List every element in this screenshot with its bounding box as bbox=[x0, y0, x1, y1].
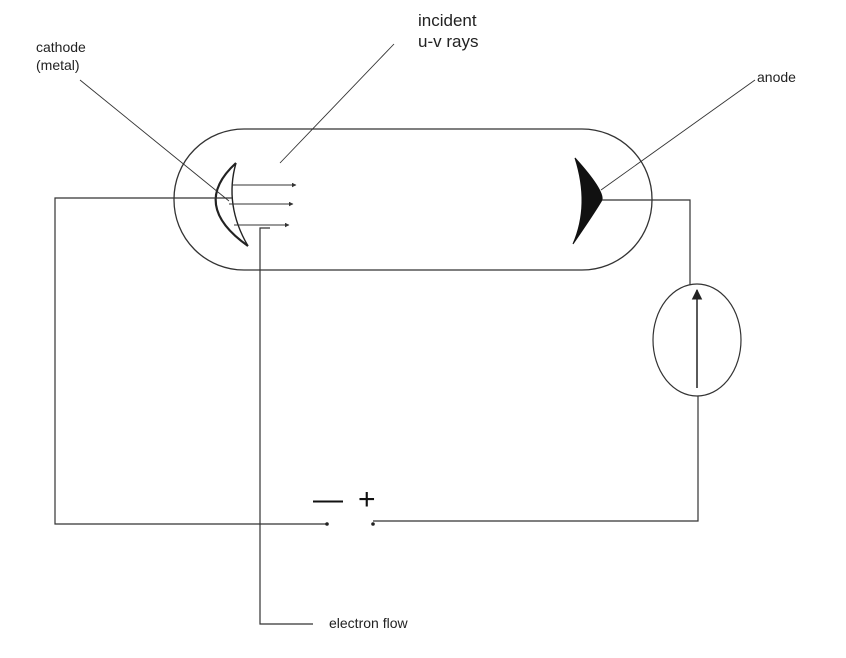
anode-electrode bbox=[572, 157, 603, 245]
battery-negative-terminal bbox=[325, 522, 329, 526]
anode-label: anode bbox=[757, 69, 796, 85]
vacuum-tube bbox=[173, 128, 653, 271]
electron-flow-label: electron flow bbox=[329, 615, 408, 631]
incident-label-line1: incident bbox=[418, 11, 477, 30]
battery-positive-terminal bbox=[371, 522, 375, 526]
cathode-pointer-line bbox=[79, 79, 230, 202]
ammeter bbox=[652, 283, 742, 397]
wire-cathode-to-battery bbox=[54, 197, 327, 525]
wire-meter-to-battery bbox=[373, 396, 699, 522]
battery-negative-sign: — bbox=[313, 483, 343, 516]
electron-flow-line bbox=[259, 227, 313, 625]
anode-pointer-line bbox=[600, 79, 756, 191]
cathode-plate bbox=[214, 162, 249, 247]
incident-pointer-line bbox=[279, 43, 395, 164]
cathode-label-line1: cathode bbox=[36, 39, 86, 55]
incident-label-line2: u-v rays bbox=[418, 32, 478, 51]
battery-positive-sign: + bbox=[358, 483, 376, 516]
cathode-label-line2: (metal) bbox=[36, 57, 80, 73]
wire-anode-to-meter bbox=[602, 199, 691, 285]
